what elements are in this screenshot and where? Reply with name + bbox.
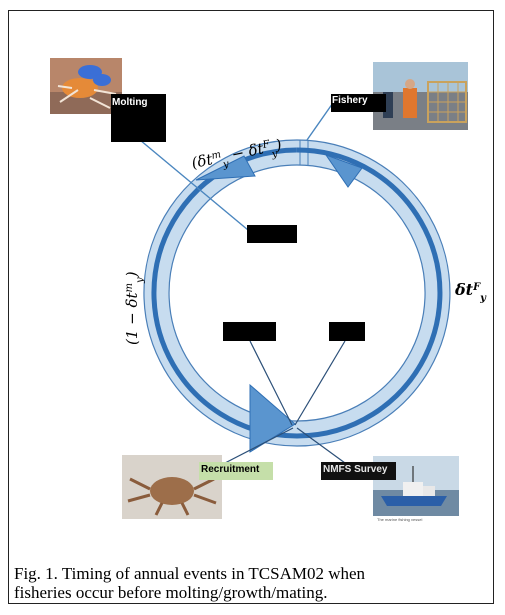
ring-band: [143, 139, 451, 447]
fishery-label: Fishery: [331, 94, 386, 112]
survey-vessel-photo: The marine fishing vessel: [373, 456, 459, 524]
survey-photo-caption: The marine fishing vessel: [377, 517, 423, 522]
connector-mid-left: [249, 340, 293, 426]
connector-recruitment: [224, 427, 294, 464]
figure-frame: [8, 10, 494, 604]
arrowhead-top-left: [195, 155, 256, 181]
caption-line-1: Fig. 1. Timing of annual events in TCSAM…: [14, 564, 366, 583]
timing-left-label: (1 − δtmy): [123, 271, 146, 345]
mid-left-label: [223, 322, 276, 341]
recruitment-crab-photo: [122, 455, 222, 519]
fishery-photo: [373, 62, 468, 130]
molting-crab-photo: [50, 58, 122, 114]
connector-molting: [139, 139, 249, 231]
molting-label: Molting: [111, 94, 166, 142]
arrowhead-top-right: [324, 154, 363, 188]
connector-survey: [296, 427, 346, 464]
caption-line-2: fisheries occur before molting/growth/ma…: [14, 583, 328, 602]
timing-top-label: (δtmy − δtFy): [190, 135, 285, 176]
connector-mid-right: [294, 340, 346, 426]
center-top-label: [247, 225, 297, 243]
connector-fishery: [306, 99, 336, 141]
timing-right-label: δtFy: [454, 280, 487, 304]
recruitment-label: Recruitment: [199, 462, 273, 480]
figure-caption: Fig. 1. Timing of annual events in TCSAM…: [14, 564, 484, 602]
mid-right-label: [329, 322, 365, 341]
survey-label: NMFS Survey: [321, 462, 396, 480]
inner-cycle-arc: [151, 147, 443, 439]
